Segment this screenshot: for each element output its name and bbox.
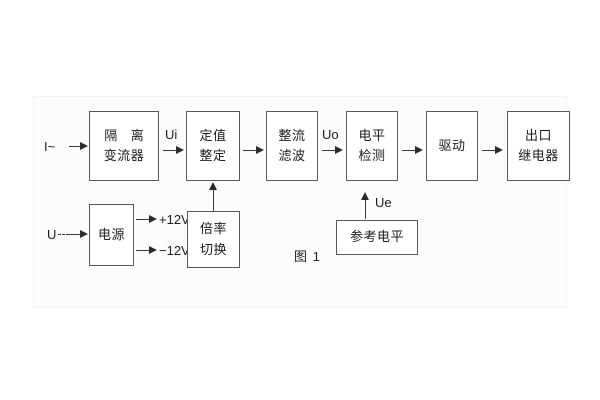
ui-signal-label: Ui	[165, 127, 178, 142]
ratio-to-setting-line	[213, 189, 214, 211]
ue-arrow	[361, 192, 369, 200]
rail-neg-line	[136, 250, 150, 251]
block-ratio-switch-line2: 切换	[199, 241, 227, 257]
rail-neg-arrow	[149, 246, 157, 254]
uo-arrow	[335, 146, 343, 154]
block-reference-level-line1: 参考电平	[349, 229, 404, 245]
ue-signal-label: Ue	[375, 195, 392, 210]
uo-line	[322, 150, 336, 151]
block-rectify-filter-line2: 滤波	[278, 148, 306, 163]
block-isolation-ct-line1: 隔 离	[104, 127, 149, 143]
block-reference-level[interactable]: 参考电平	[336, 220, 418, 255]
block-power-supply-line1: 电源	[97, 226, 125, 242]
current-input-line	[69, 146, 81, 147]
block-output-relay-line1: 出口	[524, 127, 552, 143]
block-ratio-switch[interactable]: 倍率 切换	[187, 211, 240, 268]
level-detect-to-drive-line	[402, 150, 416, 151]
block-isolation-ct[interactable]: 隔 离 变流器	[89, 111, 159, 181]
block-output-relay-line2: 继电器	[518, 148, 559, 163]
block-level-detect[interactable]: 电平 检测	[346, 111, 398, 181]
voltage-input-arrow	[80, 230, 88, 238]
block-drive[interactable]: 驱动	[426, 111, 478, 181]
rail-pos-label: +12V	[159, 212, 190, 227]
block-setting[interactable]: 定值 整定	[186, 111, 240, 181]
block-rectify-filter[interactable]: 整流 滤波	[266, 111, 318, 181]
voltage-input-line	[69, 234, 81, 235]
drive-to-relay-line	[482, 150, 496, 151]
block-level-detect-line1: 电平	[358, 127, 386, 143]
ui-arrow	[176, 146, 184, 154]
block-drive-line1: 驱动	[438, 137, 466, 153]
voltage-input-label: U	[47, 227, 57, 242]
ue-line	[365, 199, 366, 219]
block-rectify-filter-line1: 整流	[278, 127, 306, 143]
setting-to-rectify-line	[243, 150, 257, 151]
current-input-label: I~	[44, 139, 56, 154]
voltage-input-dash	[58, 234, 69, 235]
figure-caption: 图 1	[294, 249, 321, 264]
level-detect-to-drive-arrow	[415, 146, 423, 154]
setting-to-rectify-arrow	[256, 146, 264, 154]
block-isolation-ct-line2: 变流器	[103, 148, 145, 163]
uo-signal-label: Uo	[322, 127, 339, 142]
block-setting-line1: 定值	[199, 127, 227, 143]
block-ratio-switch-line1: 倍率	[199, 221, 227, 237]
block-output-relay[interactable]: 出口 继电器	[507, 111, 570, 181]
block-power-supply[interactable]: 电源	[89, 204, 134, 266]
block-setting-line2: 整定	[199, 148, 227, 163]
ui-line	[163, 150, 177, 151]
rail-pos-line	[136, 219, 150, 220]
rail-pos-arrow	[149, 215, 157, 223]
current-input-arrow	[80, 142, 88, 150]
rail-neg-label: −12V	[159, 243, 190, 258]
ratio-to-setting-arrow	[209, 182, 217, 190]
block-level-detect-line2: 检测	[358, 148, 386, 163]
drive-to-relay-arrow	[495, 146, 503, 154]
